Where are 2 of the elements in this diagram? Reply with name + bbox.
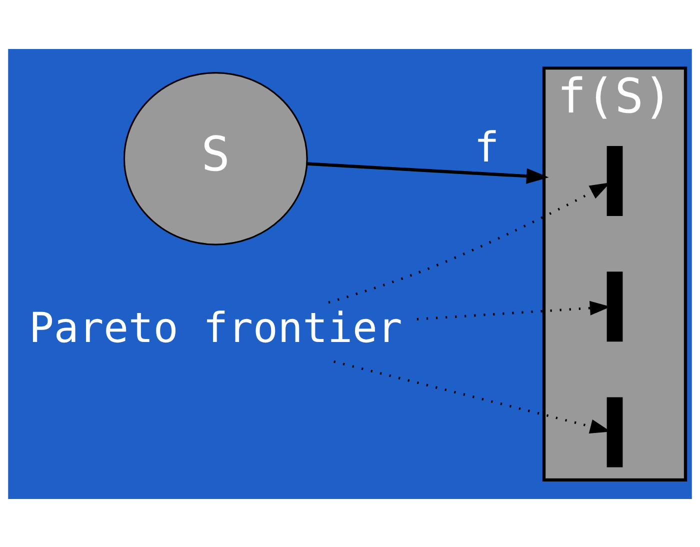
node-text: Pareto frontier bbox=[29, 304, 402, 352]
edge-label: f bbox=[474, 123, 500, 172]
